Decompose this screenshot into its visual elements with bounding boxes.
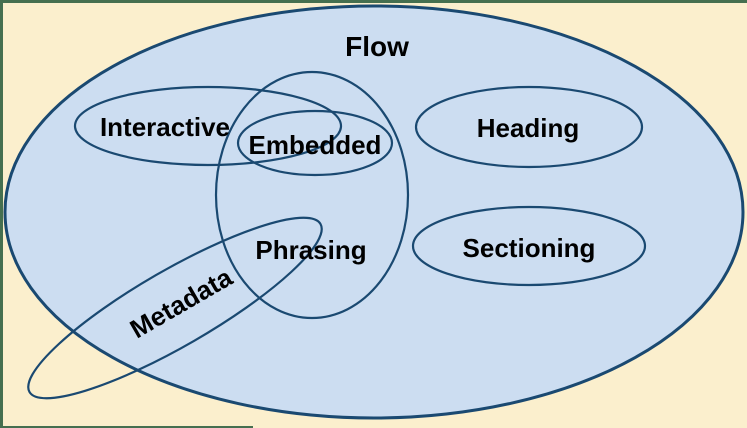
content-categories-venn-svg: Flow Interactive Embedded Heading Phrasi… (3, 4, 745, 420)
frame-border-bottom-segment (3, 426, 253, 428)
sectioning-label: Sectioning (463, 233, 596, 263)
embedded-set-ellipse (236, 109, 394, 177)
interactive-label: Interactive (100, 112, 230, 142)
flow-set-ellipse (3, 4, 745, 420)
sectioning-set-ellipse (411, 205, 647, 287)
phrasing-set-ellipse (214, 70, 410, 320)
heading-label: Heading (477, 113, 580, 143)
embedded-label: Embedded (249, 130, 382, 160)
heading-set-ellipse (414, 85, 644, 169)
flow-label: Flow (345, 31, 409, 62)
interactive-set-ellipse (73, 85, 343, 167)
metadata-set-ellipse (27, 216, 323, 400)
phrasing-label: Phrasing (255, 235, 366, 265)
